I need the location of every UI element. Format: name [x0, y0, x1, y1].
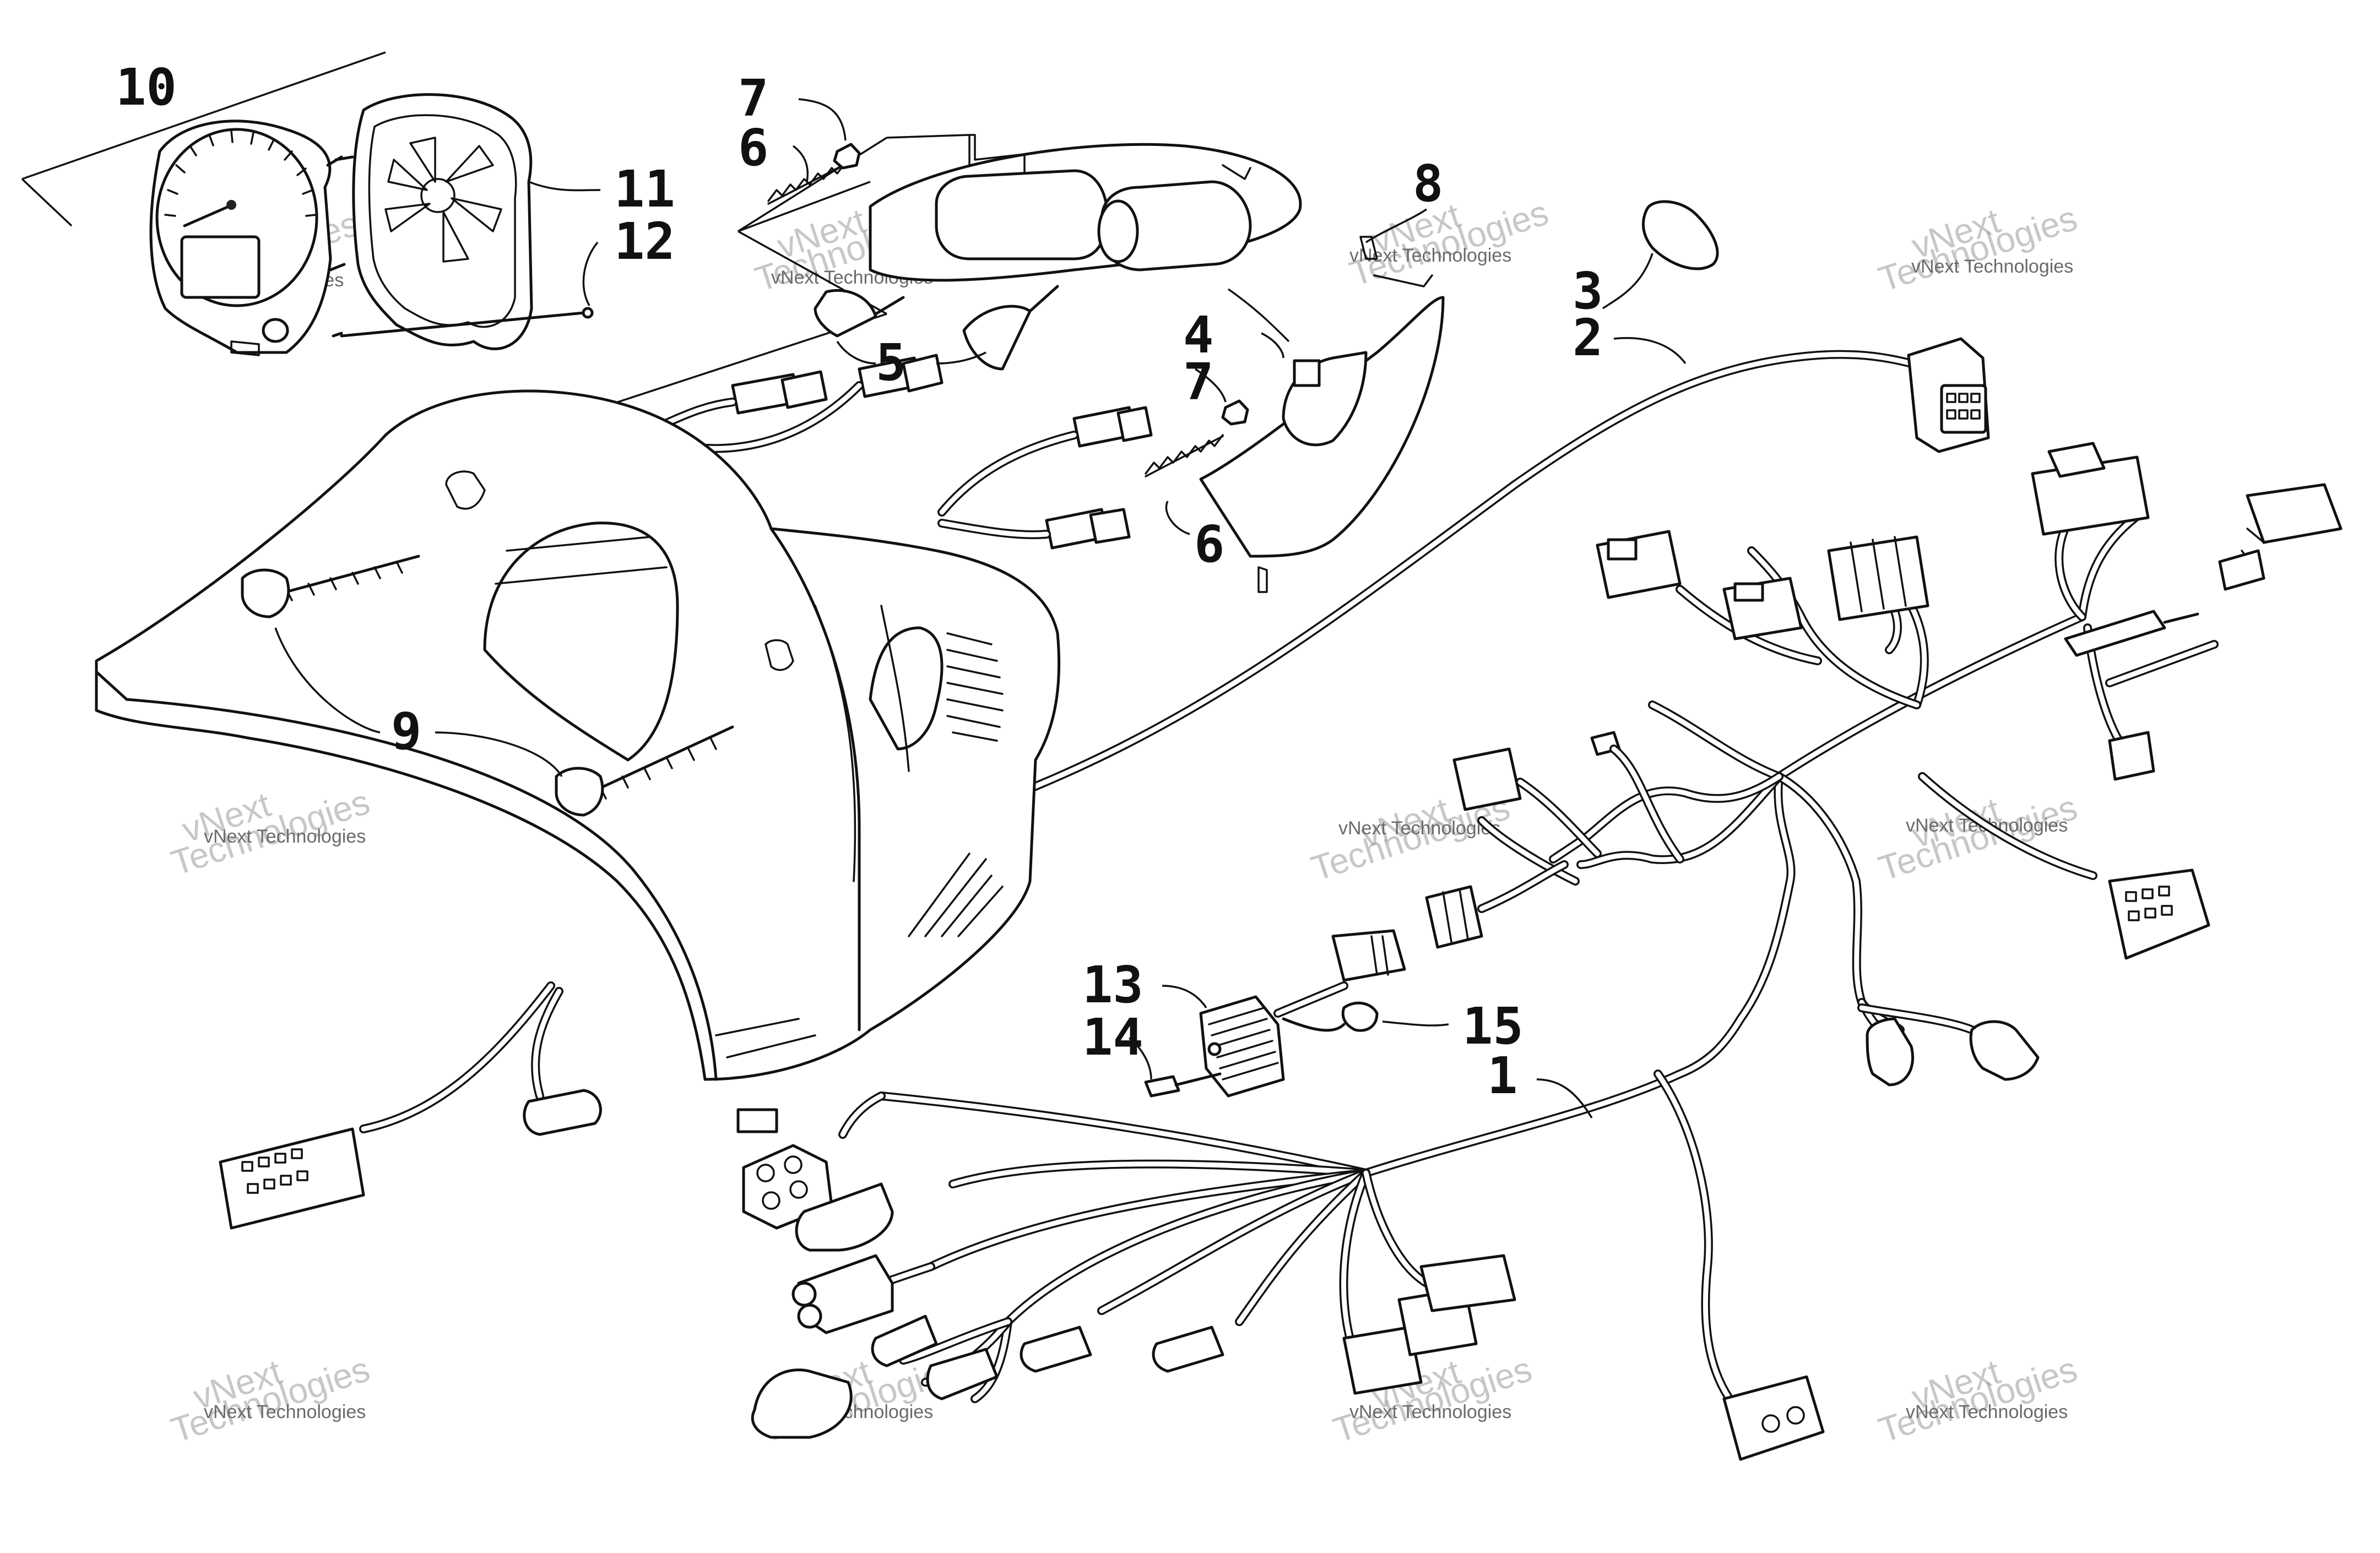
sensor-plug: [2064, 610, 2166, 657]
headlight-lamp: [935, 169, 1109, 260]
watermark-small: vNext Technologies: [204, 1402, 366, 1422]
watermark-small: vNext Technologies: [204, 826, 366, 847]
spring-icon: [1145, 434, 1224, 477]
connector: [1969, 1020, 2040, 1081]
nut-icon: [1341, 1001, 1379, 1032]
watermark-small: vNext Technologies: [1911, 256, 2073, 277]
main-harness: 1: [736, 701, 2040, 1461]
lamp-socket: [814, 289, 877, 338]
callout-12: 12: [614, 212, 675, 271]
watermarks: vNext Technologies vNext Technologies vN…: [155, 192, 2082, 1450]
callout-15: 15: [1462, 997, 1524, 1056]
callout-13: 13: [1082, 955, 1143, 1014]
nut-icon: [1221, 399, 1249, 426]
callout-11: 11: [614, 160, 675, 219]
watermark-small: vNext Technologies: [1338, 818, 1500, 839]
watermark: vNext Technologies vNext Technologies: [1874, 1349, 2082, 1450]
callout-3: 3: [1573, 262, 1603, 321]
housing-spokes-icon: [384, 137, 502, 263]
watermark: vNext Technologies vNext Technologies: [1874, 198, 2082, 299]
callout-7: 7: [738, 69, 768, 128]
watermark: vNext Technologies vNext Technologies: [1874, 787, 2082, 888]
connector: [736, 1108, 778, 1133]
watermark-small: vNext Technologies: [1349, 1402, 1511, 1422]
bolt-icon: [1144, 1075, 1180, 1098]
multi-pin-connector: [2108, 868, 2210, 960]
callout-6: 6: [738, 118, 768, 177]
connector: [1116, 406, 1153, 442]
clip-and-cable: 3 2: [1015, 200, 1990, 797]
knob-bolt-icon: [555, 767, 604, 817]
multi-pin-connector: [219, 1127, 365, 1230]
connector: [780, 370, 828, 409]
gauge-tick-marks: [164, 130, 317, 217]
headlight-lamp: [1100, 180, 1252, 271]
connector: [1020, 1326, 1092, 1373]
watermark: vNext Technologies vNext Technologies: [166, 1349, 375, 1450]
callout-2: 2: [1573, 308, 1603, 367]
screw-icon: [582, 307, 594, 319]
knob-bolt-icon: [241, 568, 290, 618]
callout-5: 5: [876, 333, 906, 392]
gauge-needle-icon: [183, 205, 230, 227]
connector: [1452, 747, 1522, 811]
connector: [1419, 1254, 1516, 1312]
callout-9: 9: [391, 702, 421, 761]
callout-10: 10: [116, 58, 177, 117]
gauge-assembly: 10 11 12: [21, 51, 675, 356]
connector: [902, 354, 944, 393]
callout-4: 4: [1183, 306, 1213, 365]
connector: [2108, 731, 2155, 781]
connector: [926, 1348, 999, 1400]
regulator-assembly: 13 14 15: [1082, 929, 1524, 1098]
upper-right-harness: [1596, 442, 2343, 960]
connector: [523, 1089, 602, 1136]
nut-icon: [833, 143, 861, 170]
lamp-socket: [962, 305, 1032, 371]
gauge-lcd-display: [180, 235, 261, 299]
callout-14: 14: [1082, 1008, 1143, 1067]
connector: [1722, 1375, 1825, 1461]
connector: [795, 1182, 894, 1252]
connector: [1866, 1017, 1915, 1087]
callout-6: 6: [1194, 515, 1224, 574]
connector: [1331, 929, 1406, 982]
hood-vents: [908, 632, 1004, 937]
hood-opening: [483, 522, 679, 762]
hood-cowl: 9: [95, 389, 1061, 1230]
connector: [2246, 483, 2343, 544]
watermark: vNext Technologies vNext Technologies: [1345, 192, 1553, 294]
callout-1: 1: [1487, 1046, 1517, 1105]
connector: [1342, 1326, 1423, 1395]
connector: [751, 1369, 853, 1439]
callout-8: 8: [1413, 154, 1443, 213]
watermark-small: vNext Technologies: [1906, 1402, 2068, 1422]
hood-body: [95, 389, 1061, 1081]
connector: [1425, 885, 1483, 949]
retaining-clip-icon: [1641, 200, 1719, 270]
connector: [871, 1315, 938, 1367]
connector: [1152, 1326, 1224, 1373]
connector: [1089, 508, 1131, 544]
watermark: vNext Technologies vNext Technologies: [166, 781, 375, 883]
callout-7: 7: [1183, 352, 1213, 411]
